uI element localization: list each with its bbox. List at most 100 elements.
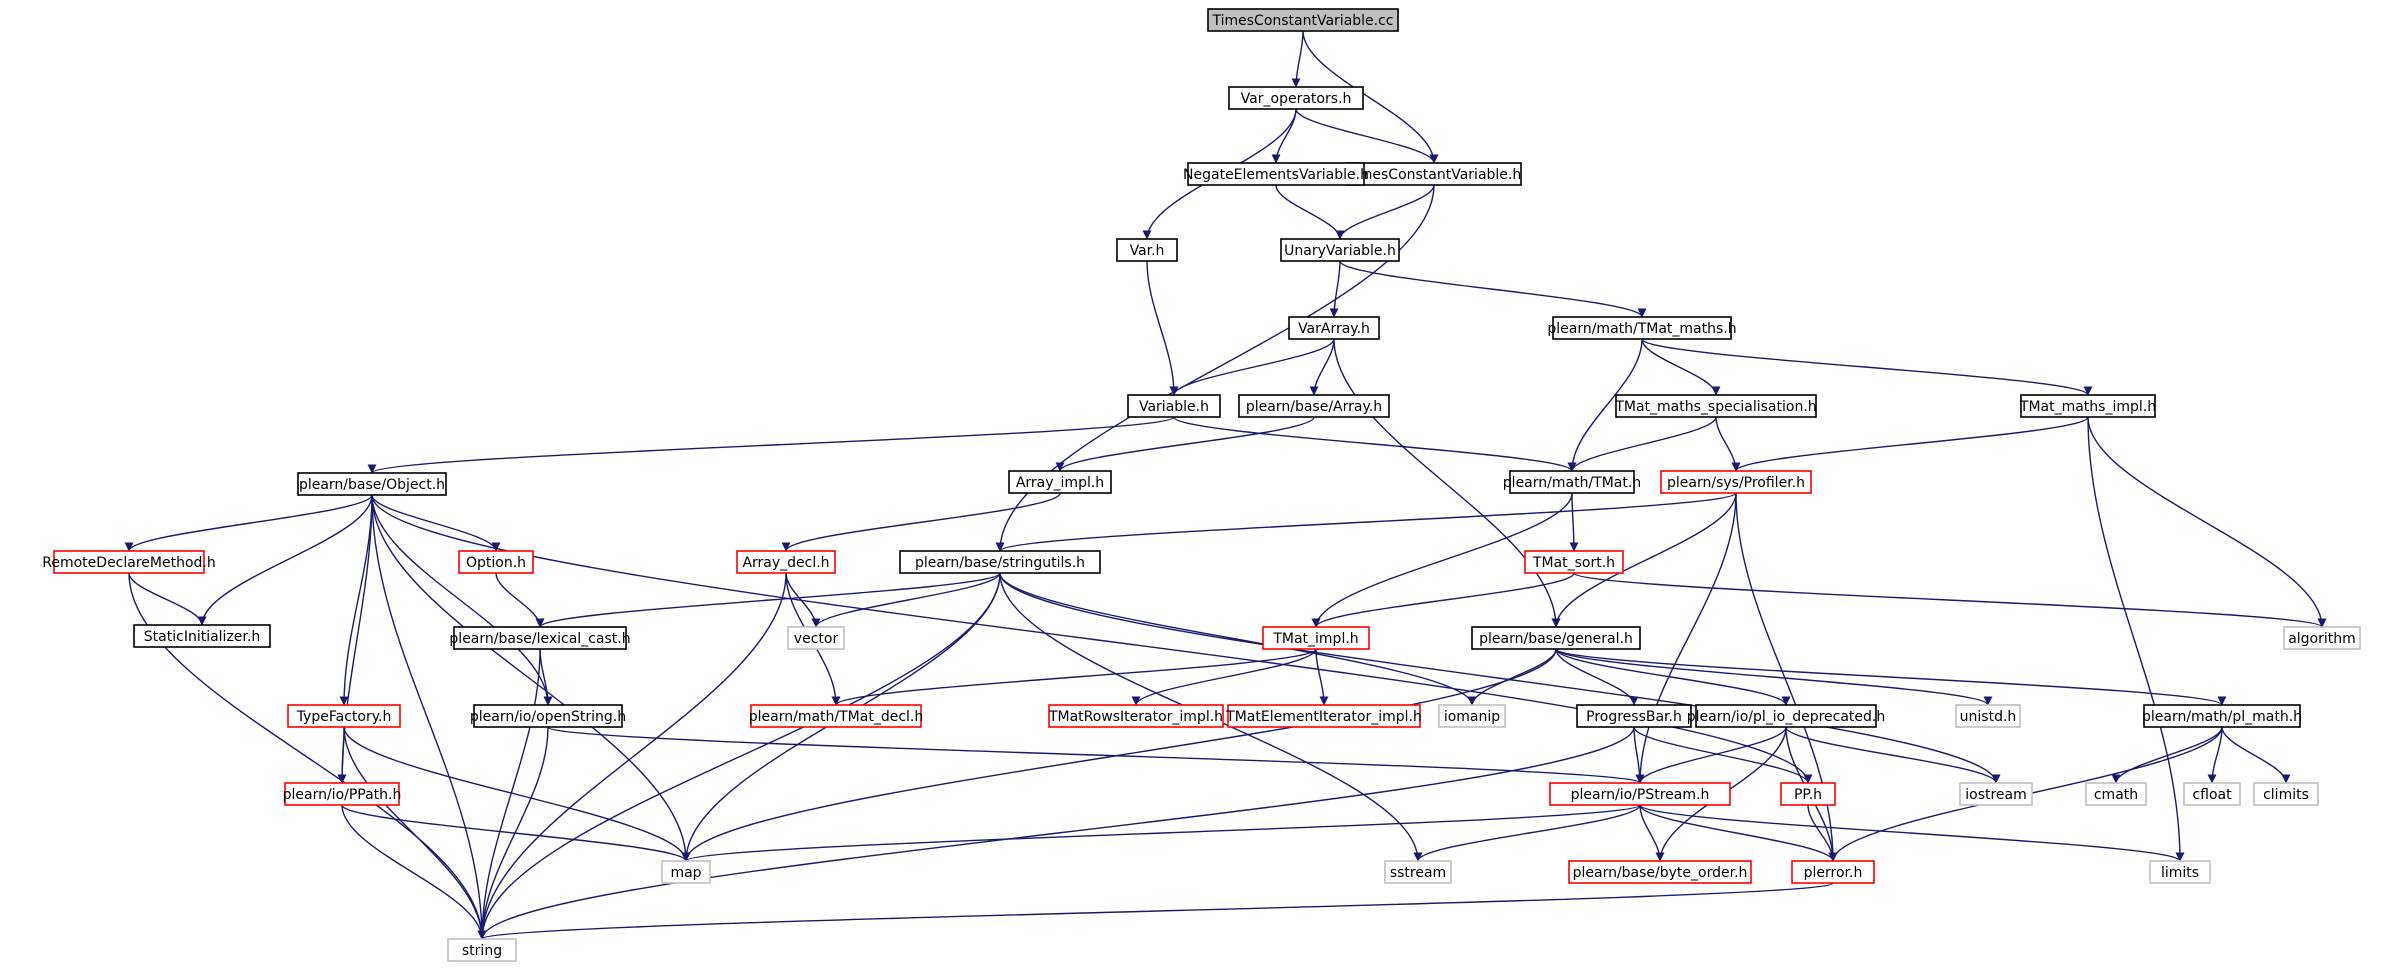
node-ppath[interactable]: plearn/io/PPath.h bbox=[283, 782, 402, 806]
node-box bbox=[1552, 316, 1732, 340]
edge-general-to-plmath bbox=[1555, 648, 2227, 706]
node-variable[interactable]: Variable.h bbox=[1127, 394, 1221, 418]
edge-object-to-static bbox=[197, 494, 373, 626]
node-box bbox=[1008, 470, 1112, 494]
edge-tmatsort-to-algorithm bbox=[1573, 572, 2327, 628]
node-label: limits bbox=[2161, 865, 2199, 881]
node-vararray[interactable]: VarArray.h bbox=[1288, 316, 1380, 340]
node-box bbox=[1780, 782, 1836, 806]
edge-spec-to-profiler bbox=[1715, 416, 1741, 472]
node-pliodep[interactable]: plearn/io/pl_io_deprecated.h bbox=[1687, 704, 1886, 728]
node-arraydecl[interactable]: Array_decl.h bbox=[736, 550, 836, 574]
node-label: Var_operators.h bbox=[1241, 91, 1352, 107]
node-box bbox=[447, 938, 517, 962]
node-progress[interactable]: ProgressBar.h bbox=[1576, 704, 1692, 728]
node-pp[interactable]: PP.h bbox=[1780, 782, 1836, 806]
node-tmatimpl[interactable]: TMat_impl.h bbox=[1262, 626, 1370, 650]
edge-pp-to-plerror bbox=[1807, 804, 1838, 862]
node-lexical[interactable]: plearn/base/lexical_cast.h bbox=[449, 626, 631, 650]
edge-profiler-to-stringutils bbox=[995, 492, 1737, 552]
node-box bbox=[1695, 704, 1877, 728]
node-var[interactable]: Var.h bbox=[1116, 238, 1178, 262]
node-tmatsort[interactable]: TMat_sort.h bbox=[1524, 550, 1624, 574]
node-box bbox=[736, 550, 836, 574]
edge-vararray-to-general bbox=[1333, 338, 1561, 628]
node-box bbox=[1791, 860, 1875, 884]
node-openstring[interactable]: plearn/io/openString.h bbox=[470, 704, 626, 728]
node-label: iomanip bbox=[1444, 709, 1500, 725]
node-profiler[interactable]: plearn/sys/Profiler.h bbox=[1660, 470, 1812, 494]
node-typefactory[interactable]: TypeFactory.h bbox=[287, 704, 401, 728]
node-arrayimpl[interactable]: Array_impl.h bbox=[1008, 470, 1112, 494]
node-label: TMat_maths_impl.h bbox=[2019, 399, 2156, 415]
edge-progress-to-pp bbox=[1633, 726, 1813, 784]
node-box bbox=[1280, 238, 1400, 262]
edge-object-to-map bbox=[371, 494, 691, 862]
node-box bbox=[2149, 860, 2211, 884]
edge-remote-to-static bbox=[128, 572, 207, 626]
node-box bbox=[1438, 704, 1506, 728]
node-pstream[interactable]: plearn/io/PStream.h bbox=[1549, 782, 1731, 806]
node-box bbox=[1524, 550, 1624, 574]
node-array[interactable]: plearn/base/Array.h bbox=[1238, 394, 1390, 418]
node-string: string bbox=[447, 938, 517, 962]
node-mathsimpl[interactable]: TMat_maths_impl.h bbox=[2019, 394, 2156, 418]
node-static[interactable]: StaticInitializer.h bbox=[133, 624, 271, 648]
node-stringutils[interactable]: plearn/base/stringutils.h bbox=[899, 550, 1101, 574]
node-tmatdecl[interactable]: plearn/math/TMat_decl.h bbox=[749, 704, 923, 728]
edge-variable-to-tmat bbox=[1173, 416, 1577, 472]
edge-lexical-to-openstring bbox=[539, 648, 553, 706]
edge-pstream-to-limits bbox=[1639, 804, 2185, 862]
node-varops[interactable]: Var_operators.h bbox=[1228, 86, 1364, 110]
node-elemiter[interactable]: TMatElementIterator_impl.h bbox=[1225, 704, 1422, 728]
node-object[interactable]: plearn/base/Object.h bbox=[297, 472, 447, 496]
node-tmat[interactable]: plearn/math/TMat.h bbox=[1503, 470, 1641, 494]
edge-varops-to-tcvh bbox=[1295, 108, 1439, 164]
edge-stringutils-to-iomanip bbox=[999, 572, 1477, 706]
node-box bbox=[1615, 394, 1817, 418]
node-unistd: unistd.h bbox=[1955, 704, 2021, 728]
edge-profiler-to-pstream bbox=[1635, 492, 1737, 784]
node-spec[interactable]: TMat_maths_specialisation.h bbox=[1614, 394, 1817, 418]
node-tmatmaths[interactable]: plearn/math/TMat_maths.h bbox=[1547, 316, 1737, 340]
node-box bbox=[133, 624, 271, 648]
edge-pstream-to-byteorder bbox=[1639, 804, 1665, 862]
node-general[interactable]: plearn/base/general.h bbox=[1471, 626, 1641, 650]
edge-tmatimpl-to-tmatdecl bbox=[831, 648, 1317, 706]
edge-root-to-tcvh bbox=[1302, 30, 1439, 164]
node-label: plearn/base/Object.h bbox=[299, 477, 445, 493]
node-label: Array_decl.h bbox=[742, 555, 829, 571]
node-option[interactable]: Option.h bbox=[458, 550, 534, 574]
edge-stringutils-to-vector bbox=[811, 572, 1001, 628]
node-unary[interactable]: UnaryVariable.h bbox=[1280, 238, 1400, 262]
node-box bbox=[1227, 704, 1421, 728]
node-rowsiter[interactable]: TMatRowsIterator_impl.h bbox=[1048, 704, 1224, 728]
edge-mathsimpl-to-profiler bbox=[1731, 416, 2089, 472]
node-box bbox=[1549, 782, 1731, 806]
node-label: ProgressBar.h bbox=[1586, 709, 1682, 725]
edge-tmatimpl-to-elemiter bbox=[1315, 648, 1329, 706]
node-label: TMat_impl.h bbox=[1272, 631, 1358, 647]
node-box bbox=[284, 782, 400, 806]
edge-object-to-option bbox=[371, 494, 501, 552]
edge-tmatimpl-to-rowsiter bbox=[1131, 648, 1317, 706]
edge-object-to-string bbox=[371, 494, 487, 940]
node-label: VarArray.h bbox=[1298, 321, 1370, 337]
node-box bbox=[2085, 782, 2147, 806]
node-plerror[interactable]: plerror.h bbox=[1791, 860, 1875, 884]
node-neg[interactable]: NegateElementsVariable.h bbox=[1183, 162, 1369, 186]
node-label: unistd.h bbox=[1960, 709, 2017, 725]
node-remote[interactable]: RemoteDeclareMethod.h bbox=[42, 550, 216, 574]
edge-arraydecl-to-string bbox=[477, 572, 787, 940]
edge-neg-to-unary bbox=[1275, 184, 1345, 240]
node-box bbox=[1576, 704, 1692, 728]
node-box bbox=[899, 550, 1101, 574]
node-label: plearn/io/pl_io_deprecated.h bbox=[1687, 709, 1886, 725]
node-root[interactable]: TimesConstantVariable.cc bbox=[1207, 8, 1399, 32]
node-box bbox=[661, 860, 711, 884]
node-byteorder[interactable]: plearn/base/byte_order.h bbox=[1568, 860, 1752, 884]
node-tcvh[interactable]: TimesConstantVariable.h bbox=[1346, 162, 1522, 186]
node-label: cmath bbox=[2094, 787, 2138, 803]
node-plmath[interactable]: plearn/math/pl_math.h bbox=[2142, 704, 2302, 728]
node-box bbox=[2020, 394, 2156, 418]
